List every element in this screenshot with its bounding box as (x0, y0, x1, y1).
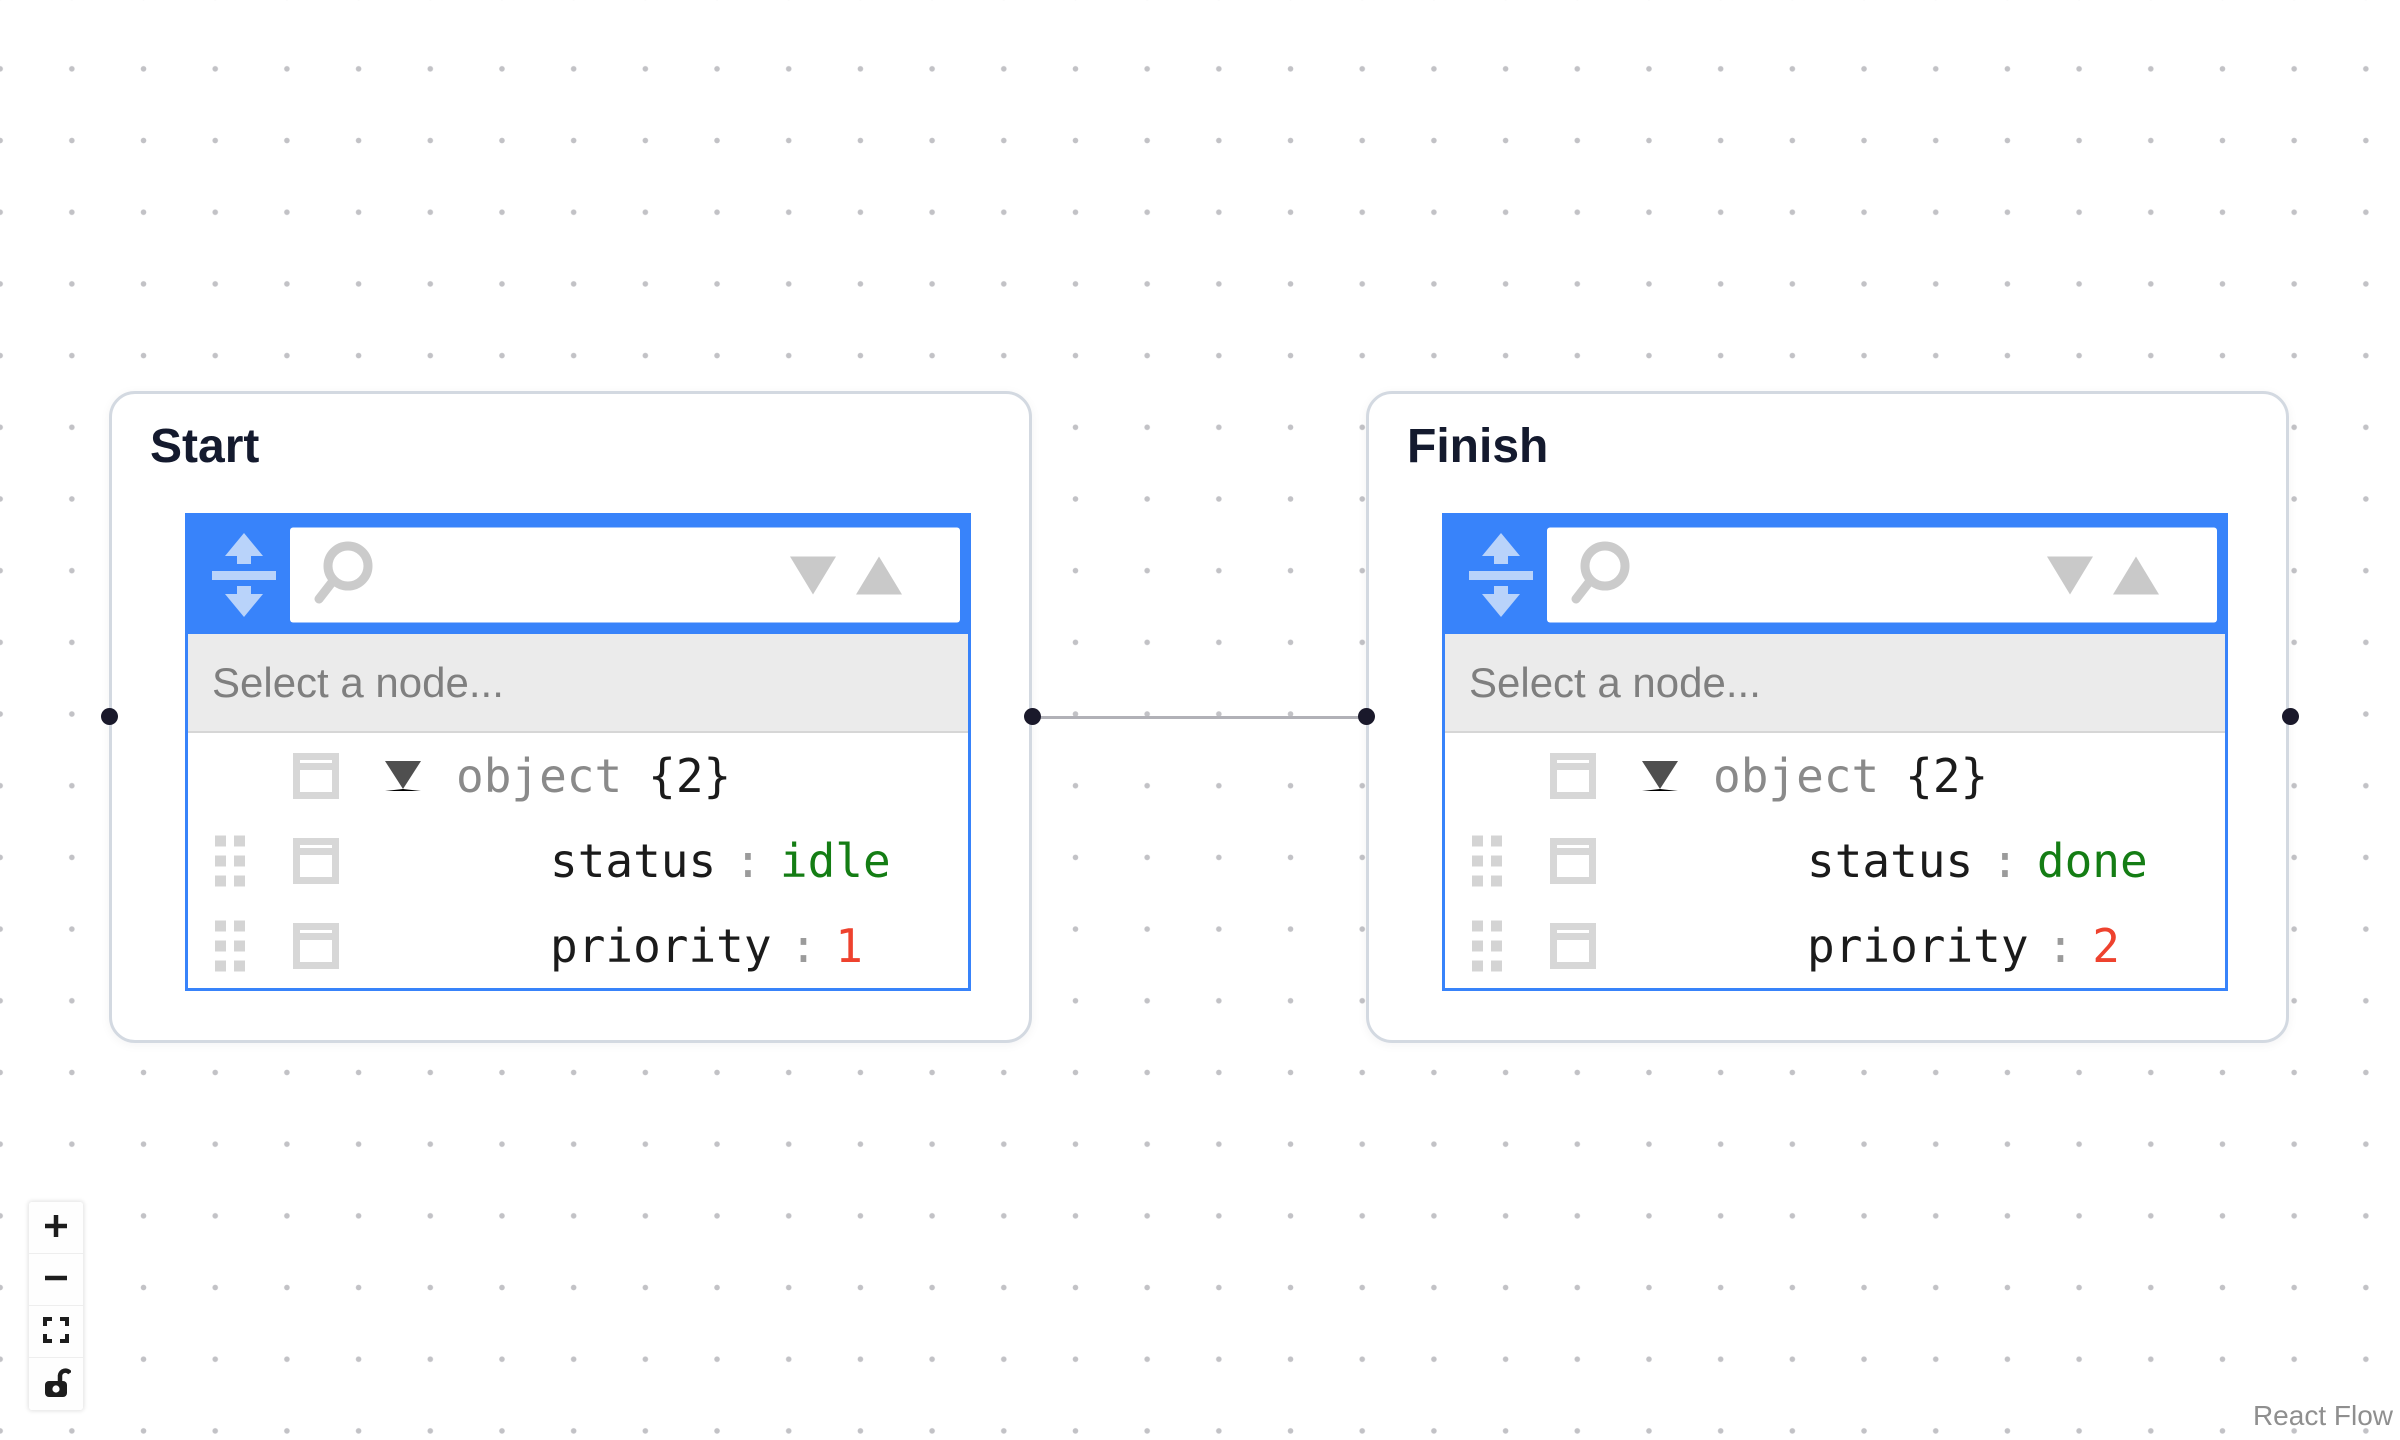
field-value[interactable]: done (2036, 833, 2148, 888)
node-path-dropdown[interactable]: Select a node... (1445, 634, 2225, 733)
key-value-separator: : (1991, 833, 2019, 888)
root-child-count: {2} (1905, 748, 1989, 803)
zoom-controls-panel (29, 1202, 83, 1410)
search-box (1547, 527, 2217, 623)
field-key[interactable]: status (1807, 833, 1974, 888)
node-path-dropdown[interactable]: Select a node... (188, 634, 968, 733)
search-previous-button[interactable] (790, 556, 836, 594)
sort-arrows-icon (1469, 533, 1533, 620)
root-type-label: object (1713, 748, 1880, 803)
root-type-label: object (456, 748, 623, 803)
node-finish[interactable]: Finish (1366, 391, 2289, 1043)
handle-start-source[interactable] (1024, 708, 1041, 725)
plus-icon (42, 1212, 70, 1243)
collapse-triangle-icon[interactable] (385, 760, 421, 791)
json-tree: object {2} status : done (1445, 733, 2225, 988)
context-menu-icon[interactable] (293, 837, 339, 884)
field-value[interactable]: 1 (835, 918, 863, 973)
json-tree: object {2} status : idle (188, 733, 968, 988)
react-flow-attribution[interactable]: React Flow (2252, 1400, 2393, 1431)
context-menu-icon[interactable] (293, 922, 339, 969)
magnifier-icon (312, 541, 374, 610)
field-value[interactable]: 2 (2092, 918, 2120, 973)
minus-icon (42, 1264, 70, 1295)
json-editor: Select a node... object {2} status (1442, 513, 2228, 991)
tree-row: status : done (1445, 818, 2225, 903)
search-next-button[interactable] (2113, 556, 2159, 594)
tree-row-root: object {2} (1445, 733, 2225, 818)
root-child-count: {2} (648, 748, 732, 803)
sort-arrows-icon (212, 533, 276, 620)
tree-row-root: object {2} (188, 733, 968, 818)
collapse-triangle-icon[interactable] (1642, 760, 1678, 791)
sort-button[interactable] (1469, 533, 1533, 617)
node-path-placeholder: Select a node... (1469, 658, 1761, 706)
search-previous-button[interactable] (2047, 556, 2093, 594)
node-path-placeholder: Select a node... (212, 658, 504, 706)
context-menu-icon[interactable] (1550, 837, 1596, 884)
toggle-interactivity-button[interactable] (29, 1358, 83, 1410)
sort-button[interactable] (212, 533, 276, 617)
tree-row: priority : 1 (188, 903, 968, 988)
key-value-separator: : (789, 918, 818, 973)
node-title: Start (150, 420, 260, 473)
context-menu-icon[interactable] (293, 752, 339, 799)
node-title: Finish (1407, 420, 1549, 473)
edge-start-finish[interactable] (1032, 716, 1366, 719)
tree-row: priority : 2 (1445, 903, 2225, 988)
handle-start-target[interactable] (101, 708, 118, 725)
json-editor: Select a node... object {2} status (185, 513, 971, 991)
fit-view-icon (42, 1316, 70, 1347)
search-box (290, 527, 960, 623)
field-key[interactable]: priority (550, 918, 772, 973)
drag-handle-icon[interactable] (1472, 835, 1502, 886)
drag-handle-icon[interactable] (215, 920, 245, 971)
key-value-separator: : (734, 833, 762, 888)
zoom-in-button[interactable] (29, 1202, 83, 1254)
context-menu-icon[interactable] (1550, 752, 1596, 799)
drag-handle-icon[interactable] (215, 835, 245, 886)
fit-view-button[interactable] (29, 1306, 83, 1358)
field-key[interactable]: status (550, 833, 717, 888)
magnifier-icon (1569, 541, 1631, 610)
unlock-icon (41, 1367, 72, 1402)
zoom-out-button[interactable] (29, 1254, 83, 1306)
search-input[interactable] (1643, 527, 2017, 623)
drag-handle-icon[interactable] (1472, 920, 1502, 971)
field-value[interactable]: idle (779, 833, 891, 888)
key-value-separator: : (2046, 918, 2075, 973)
node-start[interactable]: Start (109, 391, 1032, 1043)
handle-finish-source[interactable] (2282, 708, 2299, 725)
search-input[interactable] (386, 527, 760, 623)
tree-row: status : idle (188, 818, 968, 903)
search-next-button[interactable] (856, 556, 902, 594)
context-menu-icon[interactable] (1550, 922, 1596, 969)
handle-finish-target[interactable] (1358, 708, 1375, 725)
json-editor-menu (188, 516, 968, 634)
field-key[interactable]: priority (1807, 918, 2029, 973)
json-editor-menu (1445, 516, 2225, 634)
